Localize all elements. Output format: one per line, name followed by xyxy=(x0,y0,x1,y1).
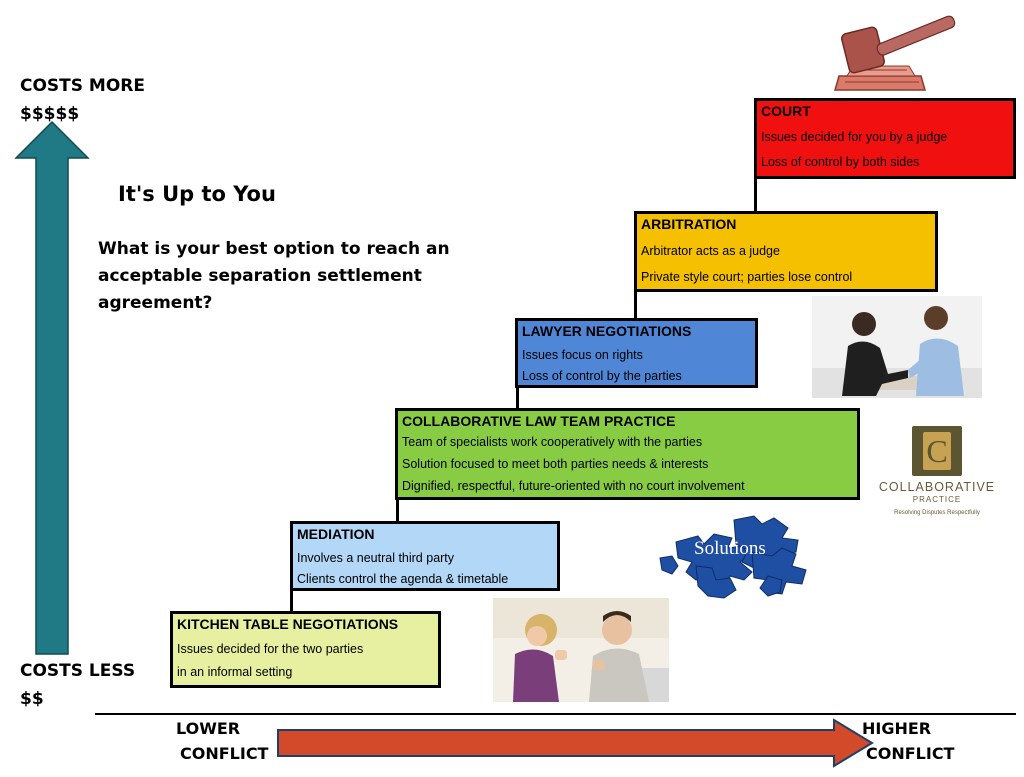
step-title: MEDIATION xyxy=(297,526,375,542)
step-title: KITCHEN TABLE NEGOTIATIONS xyxy=(177,616,399,632)
step-court: COURT Issues decided for you by a judge … xyxy=(754,98,1016,179)
collab-logo-tagline: Resolving Disputes Respectfully xyxy=(894,510,980,516)
step-line: Issues decided for the two parties xyxy=(177,642,364,656)
step-kitchen-table: KITCHEN TABLE NEGOTIATIONS Issues decide… xyxy=(170,611,441,688)
step-title: COLLABORATIVE LAW TEAM PRACTICE xyxy=(402,413,676,429)
step-line: Solution focused to meet both parties ne… xyxy=(402,457,709,471)
arm-wrestling-photo xyxy=(812,296,982,398)
collab-logo-letter: C xyxy=(923,432,951,470)
step-line: Clients control the agenda & timetable xyxy=(297,572,509,586)
costs-up-arrow xyxy=(14,120,90,655)
step-line: Loss of control by both sides xyxy=(761,155,920,169)
page-title: It's Up to You xyxy=(118,182,276,206)
higher-conflict-label: HIGHER CONFLICT xyxy=(862,719,955,763)
step-line: Loss of control by the parties xyxy=(522,369,682,383)
step-line: Private style court; parties lose contro… xyxy=(641,270,853,284)
step-line: Arbitrator acts as a judge xyxy=(641,244,780,258)
conflict-right-arrow xyxy=(277,718,874,768)
solutions-text: Solutions xyxy=(694,538,766,559)
step-title: COURT xyxy=(761,103,811,119)
step-riser-1 xyxy=(290,588,293,612)
lower-conflict-label: LOWER CONFLICT xyxy=(176,719,269,763)
baseline-rule xyxy=(95,713,1016,715)
step-line: Dignified, respectful, future-oriented w… xyxy=(402,479,745,493)
step-title: ARBITRATION xyxy=(641,216,737,232)
solutions-puzzle-icon: Solutions xyxy=(659,515,807,599)
step-riser-2 xyxy=(396,498,399,523)
step-line: Issues decided for you by a judge xyxy=(761,130,948,144)
step-line: Team of specialists work cooperatively w… xyxy=(402,435,703,449)
step-lawyer-negotiations: LAWYER NEGOTIATIONS Issues focus on righ… xyxy=(515,318,758,388)
gavel-icon xyxy=(834,15,956,91)
collab-logo-line2: PRACTICE xyxy=(912,495,962,504)
collaborative-practice-logo: C COLLABORATIVE PRACTICE Resolving Dispu… xyxy=(870,420,1004,522)
couple-photo xyxy=(493,598,669,702)
step-riser-4 xyxy=(634,290,637,320)
step-arbitration: ARBITRATION Arbitrator acts as a judge P… xyxy=(634,211,938,292)
step-collaborative-law: COLLABORATIVE LAW TEAM PRACTICE Team of … xyxy=(395,408,860,500)
costs-less-label: COSTS LESS $$ xyxy=(20,661,136,709)
costs-more-label: COSTS MORE $$$$$ xyxy=(20,76,146,124)
step-title: LAWYER NEGOTIATIONS xyxy=(522,323,692,339)
step-line: Issues focus on rights xyxy=(522,348,643,362)
question-text: What is your best option to reach an acc… xyxy=(98,239,450,313)
step-riser-3 xyxy=(516,386,519,410)
collab-logo-line1: COLLABORATIVE xyxy=(878,480,996,494)
collab-logo-mark: C xyxy=(912,426,962,476)
step-line: Involves a neutral third party xyxy=(297,551,455,565)
step-line: in an informal setting xyxy=(177,665,293,679)
step-mediation: MEDIATION Involves a neutral third party… xyxy=(290,521,560,591)
step-riser-5 xyxy=(754,177,757,213)
